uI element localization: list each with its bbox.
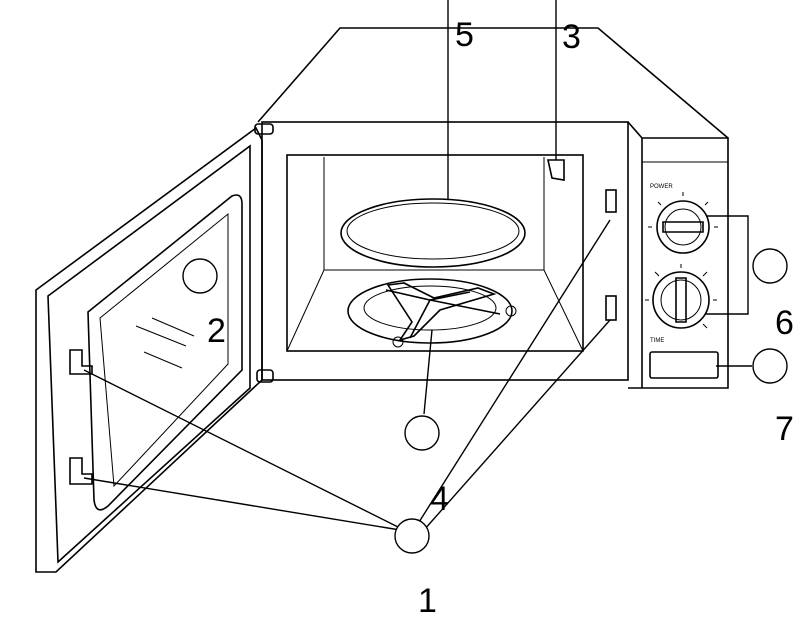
bubble-knobs (752, 248, 788, 284)
label-3: 3 (562, 18, 581, 56)
door-hook-upper (69, 349, 93, 375)
oven-cavity (286, 154, 617, 352)
latch-hole-lower (605, 295, 617, 321)
bubble-tray (404, 415, 440, 451)
bubble-hooks (394, 518, 430, 554)
door-window (87, 194, 243, 511)
bubble-release (752, 348, 788, 384)
label-1: 1 (418, 582, 437, 619)
top-knob-scale-text: POWER (650, 184, 673, 190)
label-2: 2 (207, 312, 226, 350)
bottom-knob-scale-text: TIME (650, 338, 664, 344)
callout-lines (83, 0, 752, 531)
door-hook-lower (69, 457, 93, 485)
timer-knob[interactable] (645, 264, 717, 329)
latch-hole-upper (605, 189, 617, 213)
label-7: 7 (775, 410, 794, 448)
label-5: 5 (455, 16, 474, 54)
glass-tray (340, 198, 526, 268)
power-knob[interactable] (648, 192, 718, 254)
part-numbers: 5 3 2 6 7 4 1 (207, 16, 794, 620)
roller-ring (347, 278, 517, 348)
door-hinge-lower (256, 369, 274, 383)
door-release-button[interactable] (649, 351, 719, 379)
label-4: 4 (430, 480, 449, 518)
bubble-door-window (182, 258, 218, 294)
callout-bubbles (182, 248, 788, 554)
waveguide-cover (547, 159, 565, 181)
label-6: 6 (775, 304, 794, 342)
door (35, 123, 274, 573)
door-hinge-upper (254, 123, 274, 135)
control-panel: POWER TIME (645, 184, 719, 379)
